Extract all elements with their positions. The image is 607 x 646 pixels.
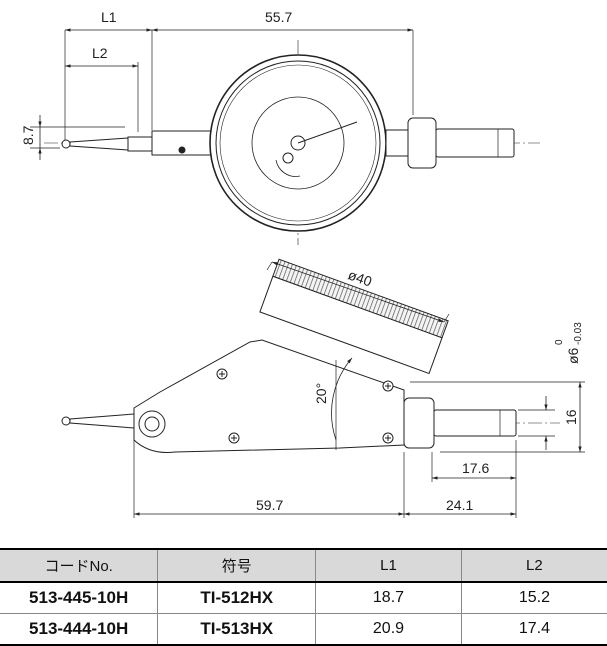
table-row: 513-444-10H TI-513HX 20.9 17.4 <box>0 613 607 646</box>
dim-label-l2: L2 <box>92 45 108 61</box>
cell-code: 513-445-10H <box>0 582 158 614</box>
dim-label-tol-lower: -0.03 <box>573 322 584 345</box>
header-l2: L2 <box>460 548 607 583</box>
header-model: 符号 <box>157 548 316 583</box>
dim-label-angle-20: 20° <box>313 383 329 404</box>
dim-label-557: 55.7 <box>265 9 292 25</box>
dim-label-diameter-6: ø6 <box>565 347 581 364</box>
header-code-no: コードNo. <box>0 548 158 583</box>
cell-l1: 20.9 <box>315 613 462 646</box>
cell-l1: 18.7 <box>315 582 462 614</box>
cell-code: 513-444-10H <box>0 613 158 646</box>
dim-label-16: 16 <box>563 409 579 425</box>
header-l1: L1 <box>315 548 462 583</box>
dim-label-l1: L1 <box>101 9 117 25</box>
table-row: 513-445-10H TI-512HX 18.7 15.2 <box>0 582 607 614</box>
dim-label-241: 24.1 <box>446 497 473 513</box>
specification-table: コードNo. 符号 L1 L2 513-445-10H TI-512HX 18.… <box>0 548 607 646</box>
top-view <box>30 28 540 245</box>
dim-label-87: 8.7 <box>20 125 36 145</box>
dim-label-diameter-40: ø40 <box>346 266 374 289</box>
cell-model: TI-512HX <box>157 582 316 614</box>
cell-model: TI-513HX <box>157 613 316 646</box>
dim-label-176: 17.6 <box>462 460 489 476</box>
side-view <box>61 258 585 518</box>
cell-l2: 17.4 <box>460 613 607 646</box>
table-header-row: コードNo. 符号 L1 L2 <box>0 548 607 583</box>
dim-label-tol-upper: 0 <box>554 339 565 345</box>
technical-drawing: L1 55.7 L2 8.7 <box>20 9 585 518</box>
dim-label-597: 59.7 <box>256 497 283 513</box>
cell-l2: 15.2 <box>460 582 607 614</box>
